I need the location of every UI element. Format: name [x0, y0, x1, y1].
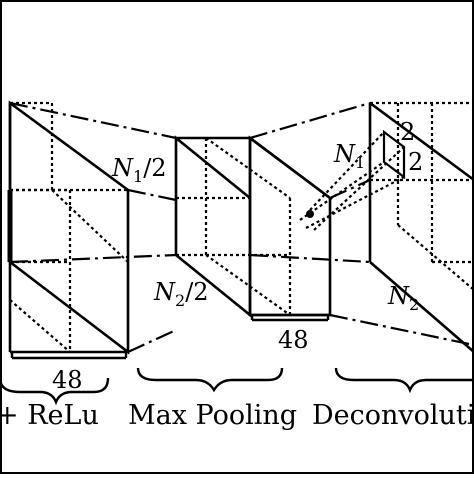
stage-label-max-pooling: Max Pooling	[128, 400, 297, 431]
kernel-size-a: 2	[400, 118, 415, 146]
receptive-field-rays	[299, 131, 405, 231]
kernel-size-b: 2	[408, 148, 423, 176]
depth-label-2: 48	[278, 326, 309, 354]
stage-label-deconvolution: Deconvolutio	[312, 400, 474, 431]
deconv-volume	[368, 101, 474, 353]
depth-label-1: 48	[52, 366, 83, 394]
brace-stage-1	[0, 377, 110, 406]
pool-width-label: N1/2	[111, 154, 167, 186]
brace-stage-3	[334, 367, 474, 394]
depth-bracket-1	[10, 352, 128, 360]
brace-stage-2	[136, 367, 284, 393]
deconv-width-label: N1	[333, 140, 365, 172]
conv-relu-volume	[7, 100, 130, 355]
connector-lines	[9, 101, 474, 353]
depth-bracket-2	[250, 315, 330, 322]
source-point	[306, 210, 314, 218]
pooling-volume	[174, 135, 332, 318]
stage-label-conv-relu: + ReLu	[0, 400, 99, 431]
pool-height-label: N2/2	[153, 278, 209, 310]
deconv-height-label: N2	[387, 282, 419, 314]
